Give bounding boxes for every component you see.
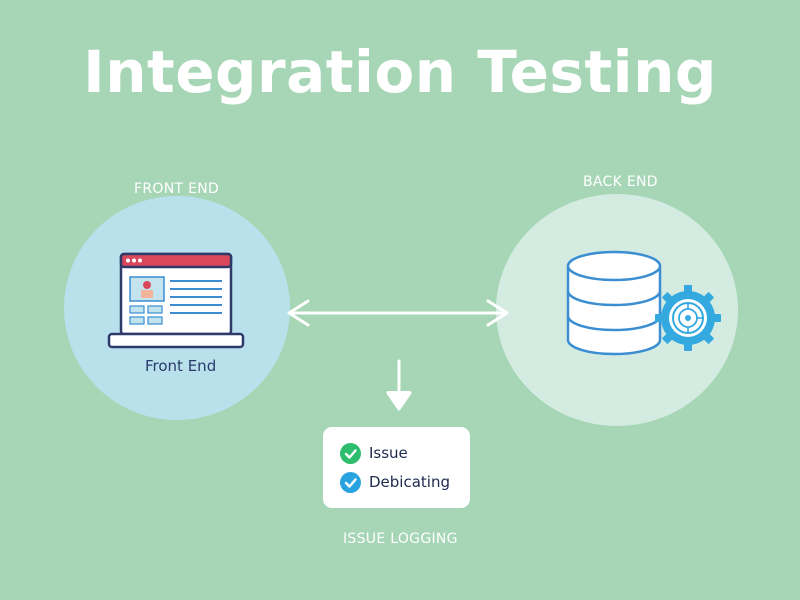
back-end-caption: BACK END [583,174,658,190]
arrow-head-right [486,299,509,327]
issue-item-label: Issue [369,444,408,462]
front-end-caption: FRONT END [134,181,220,197]
issue-logging-card: Issue Debicating [323,427,470,508]
front-end-label: Front End [145,357,217,375]
issue-list-item: Issue [340,441,408,465]
issue-item-label: Debicating [369,473,450,491]
check-circle-icon [340,442,361,464]
page-title: Integration Testing [83,38,717,106]
issue-list-item: Debicating [340,470,450,494]
check-circle-icon [340,471,361,493]
arrow-head-left [287,299,310,327]
issue-logging-caption: ISSUE LOGGING [343,531,458,547]
